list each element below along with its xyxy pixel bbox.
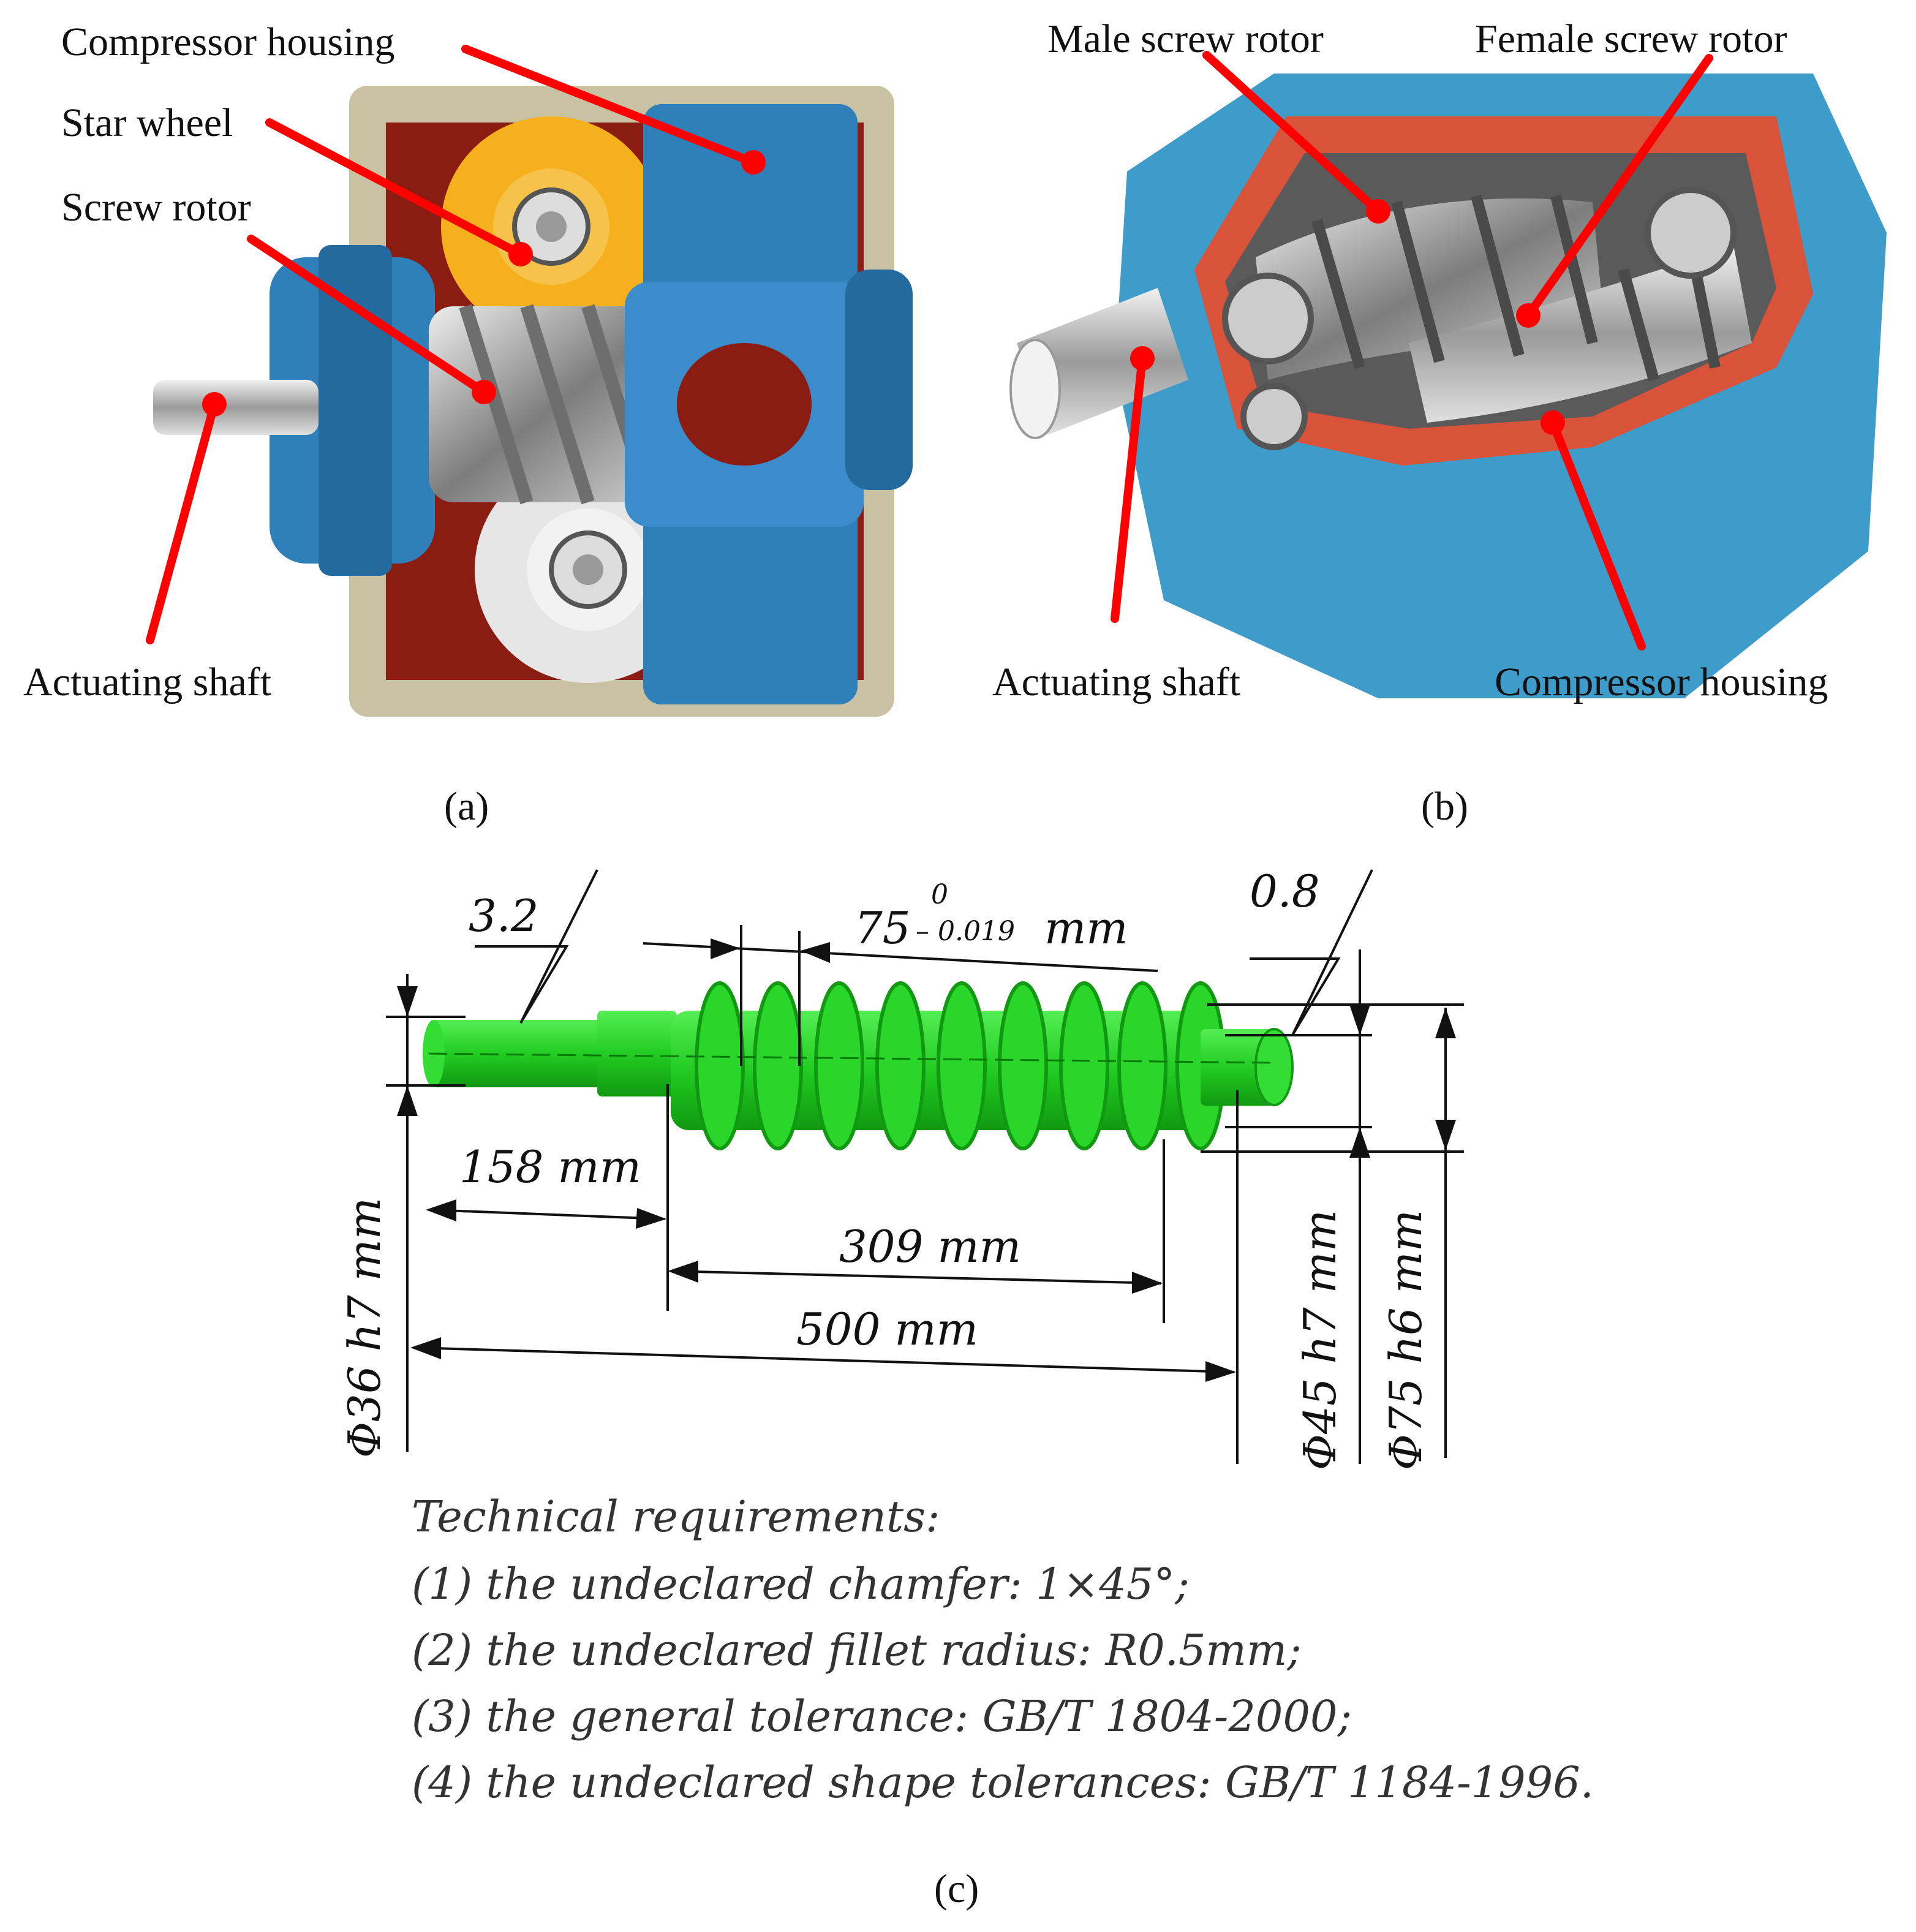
- arrow-75-dia-top: [1435, 1008, 1456, 1038]
- arrow-45-top: [1349, 1005, 1370, 1035]
- arrow-158-left: [426, 1199, 456, 1221]
- motor-flange: [319, 245, 392, 576]
- panel-b-labels: Male screw rotor Female screw rotor Actu…: [992, 17, 1828, 829]
- shaft-c-journal-left: [432, 1020, 603, 1087]
- requirements-heading: Technical requirements:: [412, 1492, 940, 1542]
- leader-star-wheel-a: [265, 118, 525, 258]
- requirement-4: (4) the undeclared shape tolerances: GB/…: [412, 1757, 1594, 1808]
- dim-line-309: [670, 1270, 1161, 1285]
- leader-dot-compressor-housing-b: [1541, 410, 1565, 435]
- female-rotor-b: [1409, 245, 1752, 423]
- label-male-screw-rotor-b: Male screw rotor: [1047, 17, 1324, 61]
- caption-c: (c): [934, 1866, 979, 1911]
- leader-dot-actuating-shaft-a: [202, 392, 227, 417]
- dim-158-label: 158 mm: [459, 1141, 641, 1193]
- pitch-nominal: 75: [854, 902, 911, 954]
- shaft-c-centerline: [428, 1052, 1275, 1064]
- label-compressor-housing-a: Compressor housing: [61, 20, 395, 64]
- leader-screw-rotor-a: [247, 235, 488, 396]
- roughness-right-value: 0.8: [1250, 866, 1320, 917]
- panel-a-leaders: [146, 45, 766, 644]
- panel-a-illustration: [153, 86, 913, 717]
- caption-b: (b): [1421, 784, 1468, 829]
- label-actuating-shaft-b: Actuating shaft: [992, 660, 1240, 704]
- leader-actuating-shaft-b: [1111, 354, 1147, 623]
- label-star-wheel-a: Star wheel: [61, 100, 233, 145]
- label-screw-rotor-a: Screw rotor: [61, 185, 251, 230]
- requirement-1: (1) the undeclared chamfer: 1×45°;: [412, 1559, 1190, 1609]
- leader-compressor-housing-b: [1548, 418, 1646, 651]
- star-wheel-top: [441, 116, 662, 337]
- dim-500-label: 500 mm: [796, 1304, 978, 1355]
- arrow-309-right: [1132, 1272, 1163, 1294]
- label-compressor-housing-b: Compressor housing: [1495, 660, 1828, 704]
- leader-female-screw-rotor-b: [1524, 54, 1713, 320]
- requirement-3: (3) the general tolerance: GB/T 1804-200…: [412, 1691, 1352, 1741]
- label-female-screw-rotor-b: Female screw rotor: [1475, 17, 1787, 61]
- roughness-symbol-right: [1250, 869, 1373, 1036]
- shaft-b-end: [1009, 339, 1061, 439]
- caption-a: (a): [444, 784, 489, 829]
- arrow-75-right: [801, 942, 830, 963]
- arrow-45-bottom: [1349, 1127, 1370, 1158]
- leader-dot-male-screw-rotor-b: [1366, 199, 1390, 224]
- arrow-158-right: [636, 1208, 666, 1229]
- dim-line-158: [428, 1209, 665, 1220]
- leader-dot-compressor-housing-a: [741, 150, 766, 175]
- inlet-port-a: [677, 343, 812, 466]
- leader-dot-star-wheel-a: [508, 242, 533, 266]
- bearing-b-3: [1240, 383, 1308, 450]
- shaft-c-end-right: [1254, 1028, 1294, 1106]
- leader-actuating-shaft-a: [146, 400, 219, 644]
- leader-dot-screw-rotor-a: [472, 380, 496, 404]
- panel-c-dimensions: [386, 869, 1464, 1464]
- bearing-b-2: [1645, 187, 1737, 279]
- shaft-c-journal-right: [1201, 1029, 1274, 1106]
- shaft-a: [153, 380, 319, 435]
- label-actuating-shaft-a: Actuating shaft: [23, 660, 271, 704]
- panel-b-illustration: [1009, 74, 1887, 698]
- roughness-symbol-left: [475, 869, 598, 1024]
- panel-b-leaders: [1111, 51, 1713, 651]
- shaft-c-flights: [695, 981, 1226, 1150]
- technical-requirements: Technical requirements: (1) the undeclar…: [412, 1492, 1594, 1808]
- arrow-75-dia-bottom: [1435, 1120, 1456, 1150]
- requirement-2: (2) the undeclared fillet radius: R0.5mm…: [412, 1625, 1302, 1675]
- panel-c-shaft: [423, 981, 1294, 1150]
- shaft-c-step: [597, 1011, 677, 1096]
- roughness-left-value: 3.2: [469, 890, 539, 941]
- arrow-309-left: [668, 1261, 698, 1283]
- arrow-500-right: [1205, 1361, 1236, 1382]
- leader-dot-female-screw-rotor-b: [1516, 303, 1541, 328]
- dia-45-label: Φ45 h7 mm: [1294, 1210, 1346, 1470]
- leader-compressor-housing-a: [461, 45, 758, 167]
- arrow-36-top: [397, 986, 418, 1017]
- pitch-upper-dev: 0: [931, 879, 948, 910]
- dia-36-label: Φ36 h7 mm: [339, 1198, 390, 1458]
- pitch-lower-dev: – 0.019: [916, 916, 1015, 947]
- right-port-a: [845, 270, 913, 490]
- dia-75-label: Φ75 h6 mm: [1380, 1210, 1431, 1470]
- bearing-b-1: [1222, 273, 1314, 364]
- pitch-unit: mm: [1044, 902, 1128, 954]
- arrow-75-left: [711, 938, 740, 959]
- panel-c-dimension-labels: 3.2 0.8 75 0 – 0.019 mm 158 mm 309 mm 50…: [339, 866, 1431, 1470]
- dim-line-500: [413, 1346, 1235, 1373]
- leader-dot-actuating-shaft-b: [1130, 346, 1155, 371]
- panel-a-labels: Compressor housing Star wheel Screw roto…: [23, 20, 489, 829]
- arrow-36-bottom: [397, 1085, 418, 1116]
- rotor-flights-b: [1311, 194, 1721, 382]
- dim-309-label: 309 mm: [839, 1221, 1021, 1272]
- arrow-500-left: [410, 1337, 441, 1359]
- leader-male-screw-rotor-b: [1202, 51, 1382, 216]
